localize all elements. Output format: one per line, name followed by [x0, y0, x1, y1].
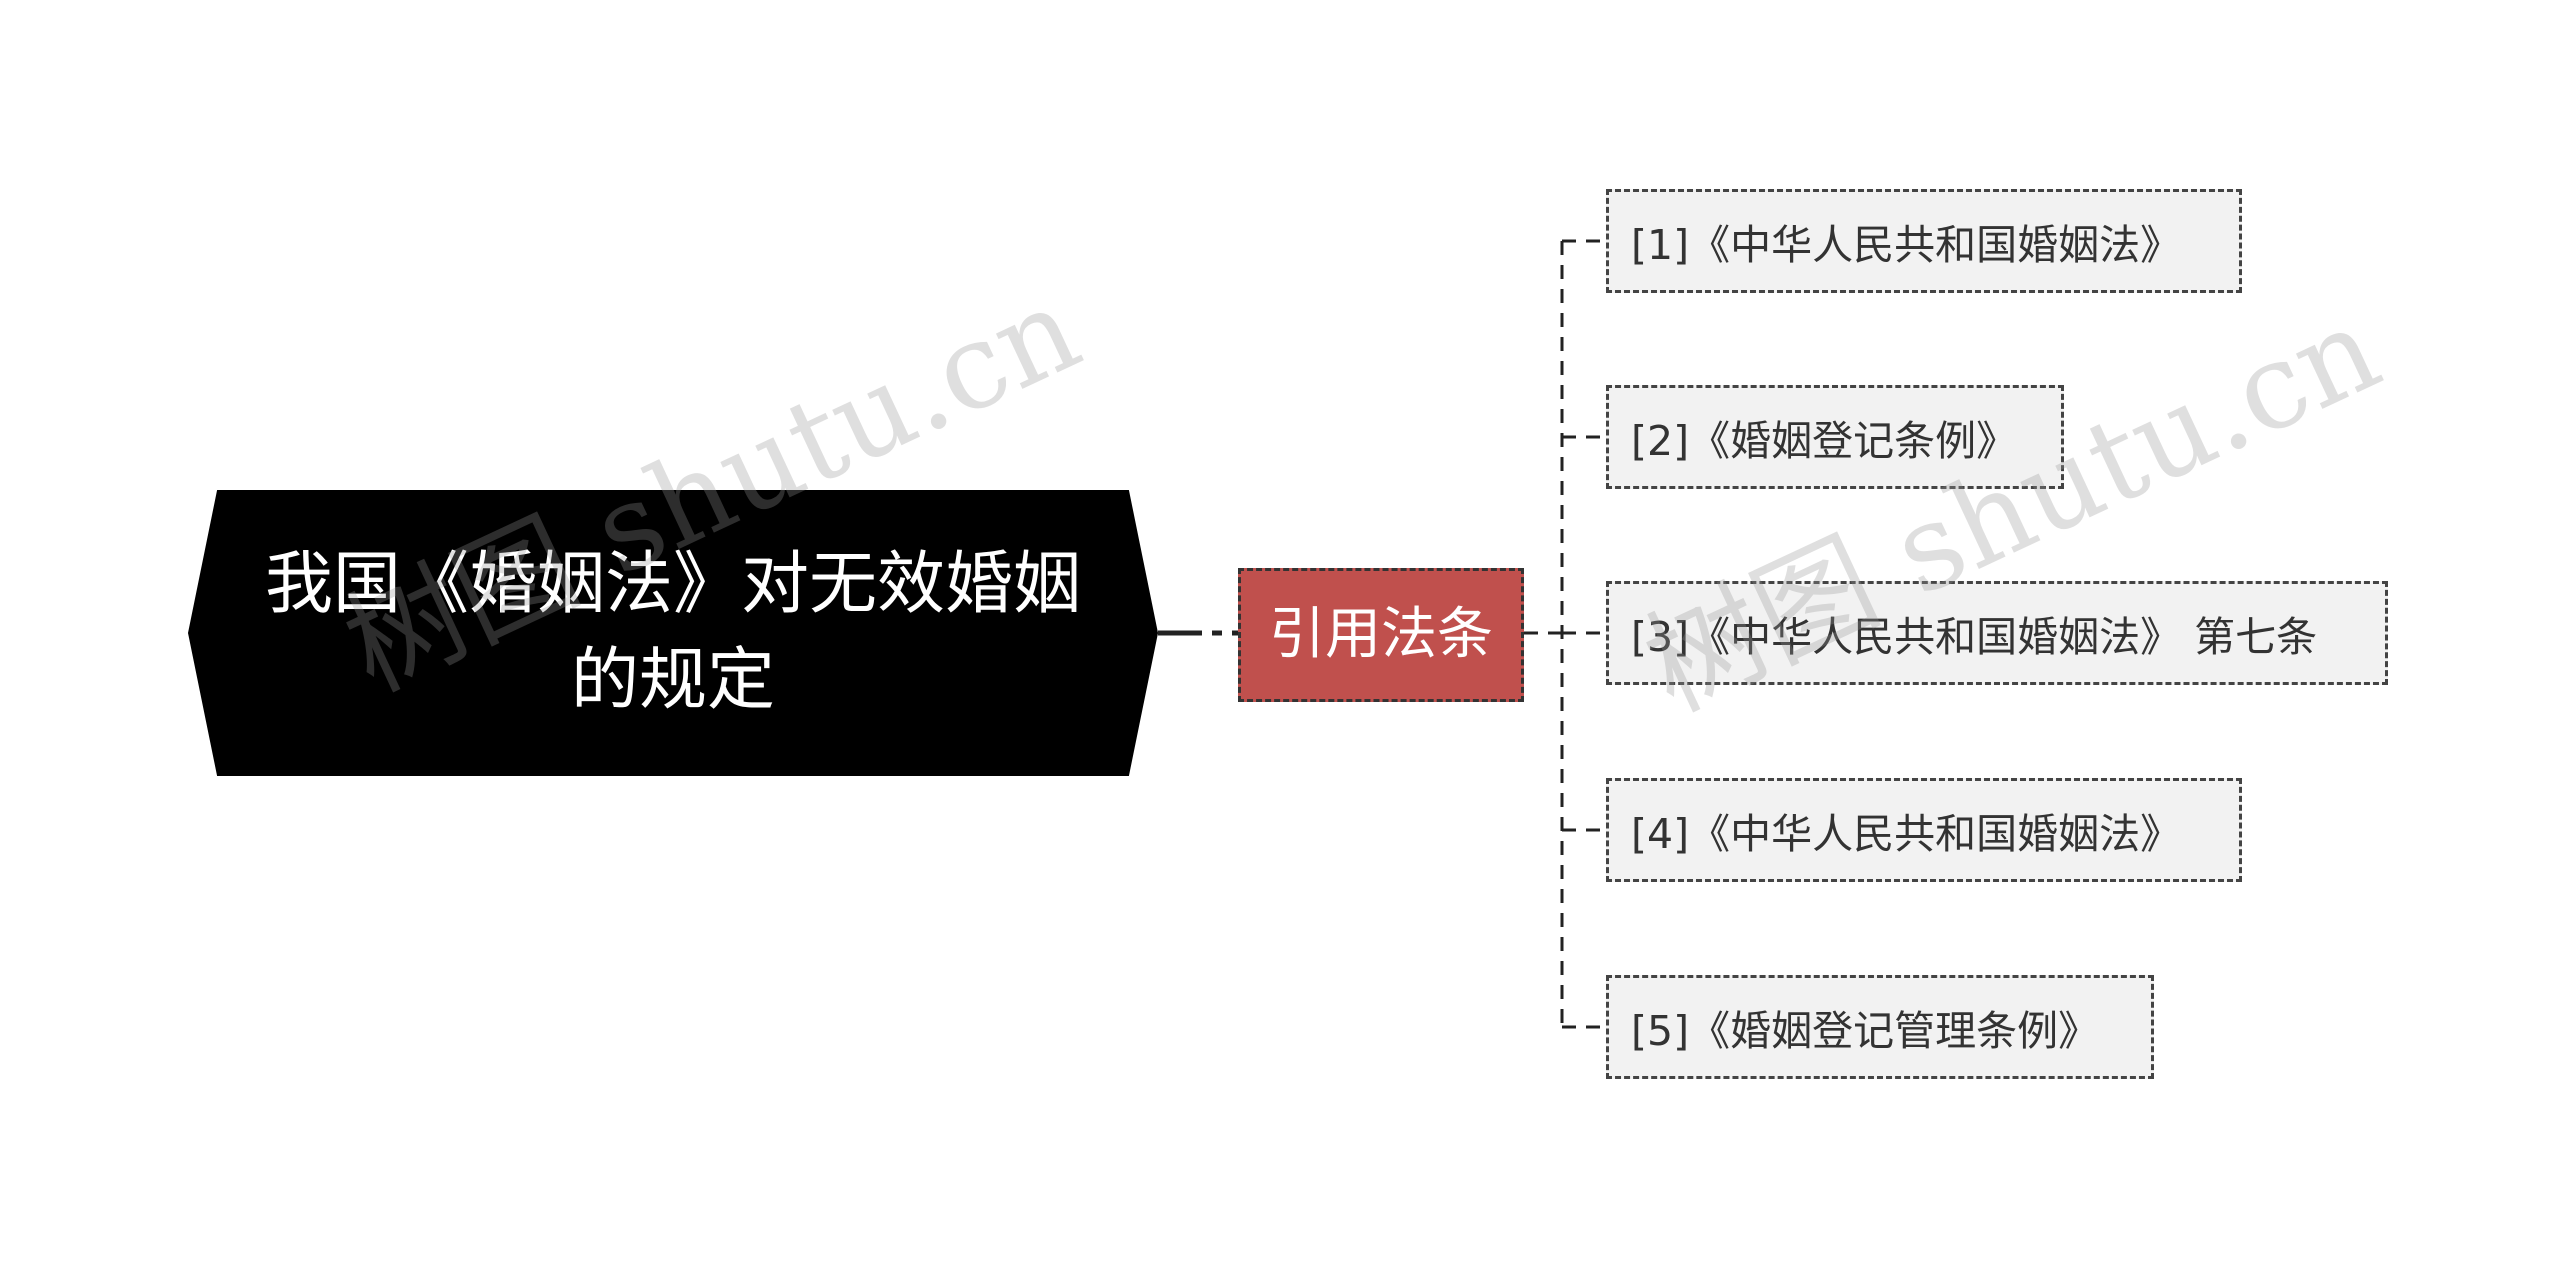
branch-node-cited-articles[interactable]: 引用法条	[1238, 568, 1524, 702]
leaf-node-label: [4]《中华人民共和国婚姻法》	[1631, 810, 2182, 858]
leaf-node-label: [1]《中华人民共和国婚姻法》	[1631, 221, 2182, 269]
leaf-node-5[interactable]: [5]《婚姻登记管理条例》	[1606, 975, 2154, 1079]
leaf-node-3[interactable]: [3]《中华人民共和国婚姻法》 第七条	[1606, 581, 2388, 685]
branch-node-label: 引用法条	[1269, 602, 1493, 667]
root-node[interactable]: 我国《婚姻法》对无效婚姻的规定	[188, 490, 1158, 776]
leaf-node-2[interactable]: [2]《婚姻登记条例》	[1606, 385, 2064, 489]
root-node-title: 我国《婚姻法》对无效婚姻的规定	[264, 545, 1081, 720]
leaf-node-label: [2]《婚姻登记条例》	[1631, 417, 2018, 465]
leaf-node-4[interactable]: [4]《中华人民共和国婚姻法》	[1606, 778, 2242, 882]
leaf-node-1[interactable]: [1]《中华人民共和国婚姻法》	[1606, 189, 2242, 293]
leaf-node-label: [5]《婚姻登记管理条例》	[1631, 1007, 2100, 1055]
leaf-node-label: [3]《中华人民共和国婚姻法》 第七条	[1631, 613, 2318, 661]
